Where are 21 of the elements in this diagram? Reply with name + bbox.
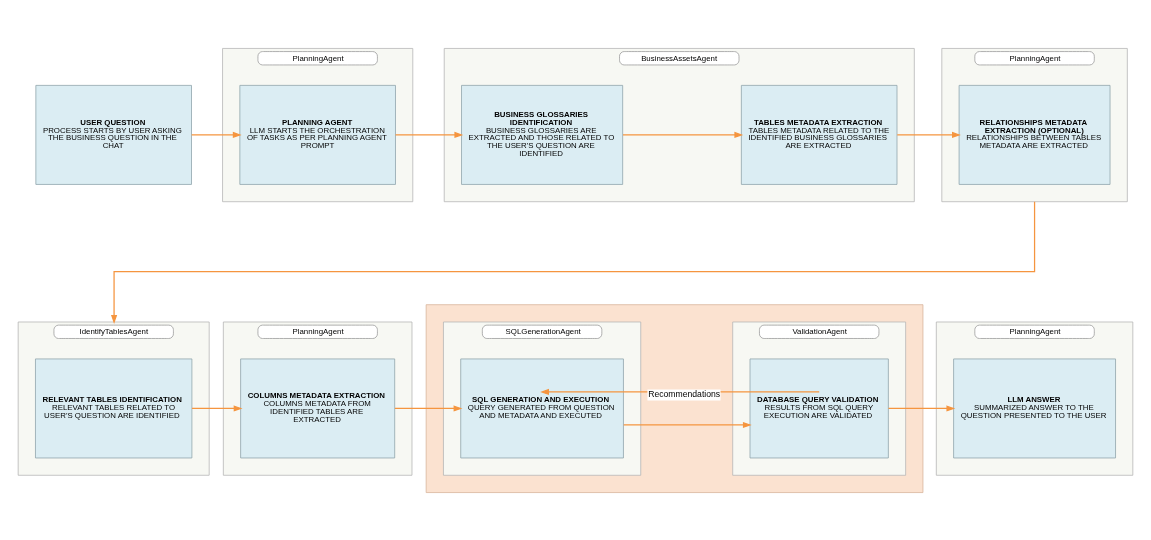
arrow [191, 404, 243, 412]
node-box: COLUMNS METADATA EXTRACTION COLUMNS METADATA FROM IDENTIFIED TABLES ARE EXTRACTED [240, 358, 396, 458]
node-box: PLANNING AGENT LLM STARTS THE ORCHESTRATION OF TASKS AS PER PLANNING AGENT PROMPT [239, 84, 396, 185]
node-box: RELEVANT TABLES IDENTIFICATION RELEVANT TABLES RELATED TO USER'S QUESTION ARE IDENTIFIED [35, 358, 193, 458]
arrow [896, 131, 961, 138]
arrow [111, 200, 1036, 324]
arrow [394, 404, 463, 412]
arrow [622, 131, 744, 138]
arrow [394, 131, 464, 138]
arrow [887, 404, 956, 412]
node-box: DATABASE QUERY VALIDATION RESULTS FROM SQL QUERY EXECUTION ARE VALIDATED [749, 358, 889, 458]
arrow [623, 421, 752, 428]
node-box: LLM ANSWER SUMMARIZED ANSWER TO THE QUESTION PRESENTED TO THE USER [953, 358, 1116, 458]
cluster [425, 303, 924, 493]
node-box: SQL GENERATION AND EXECUTION QUERY GENERATED FROM QUESTION AND METADATA AND EXECUTED [460, 358, 624, 458]
node-box: USER QUESTION PROCESS STARTS BY USER ASKING THE BUSINESS QUESTION IN THE CHAT [35, 84, 192, 185]
edge-label: Recommendations [648, 388, 721, 399]
node-box: RELATIONSHIPS METADATA EXTRACTION (OPTIONAL) RELATIONSHIPS BETWEEN TABLES METADATA ARE EXTRACTED [958, 84, 1111, 185]
node-box: TABLES METADATA EXTRACTION TABLES METADATA RELATED TO THE IDENTIFIED BUSINESS GLOSSARIES ARE EXTRACTED [740, 84, 898, 185]
node-box: BUSINESS GLOSSARIES IDENTIFICATION BUSINESS GLOSSARIES ARE EXTRACTED AND THOSE RELATED TO THE USER'S QUESTION ARE IDENTIFIED [461, 84, 624, 185]
arrow [191, 131, 242, 138]
